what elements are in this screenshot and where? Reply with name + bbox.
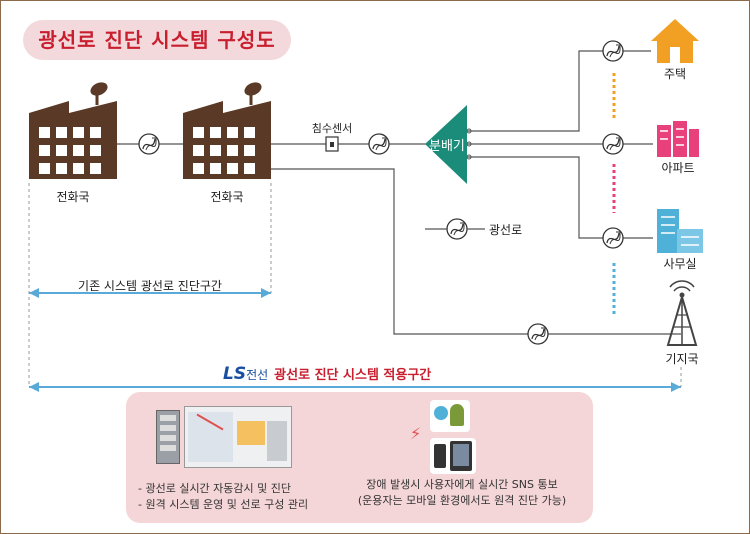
base-station-tower-icon [666,280,698,346]
feature-left-2: - 원격 시스템 운영 및 선로 구성 관리 [138,498,309,511]
splitter-label: 분배기 [429,139,465,154]
existing-span-label: 기존 시스템 광선로 진단구간 [78,279,222,293]
monitoring-screen-icon [184,406,292,468]
ls-logo-sub: 전선 [246,368,269,382]
office-icon [657,209,703,253]
legend-coil-icon [446,218,468,240]
exchange-1-label: 전화국 [56,190,90,204]
exchange-building-icon [27,78,119,181]
house-icon [651,19,699,63]
applied-span-title: LS전선 광선로 진단 시스템 적용구간 [223,364,431,384]
office-label: 사무실 [663,257,697,271]
fiber-coil-icon [138,133,160,155]
ls-logo: LS [223,364,247,384]
fiber-coil-icon [602,133,624,155]
server-rack-icon [156,410,180,464]
apartment-icon [657,121,699,157]
feature-panel: ⚡ - 광선로 실시간 자동감시 및 진단 - 원격 시스템 운영 및 선로 구… [126,392,593,523]
splitter-icon [425,105,467,184]
sns-user-icon [430,400,470,432]
apartment-label: 아파트 [661,161,695,175]
house-label: 주택 [663,67,687,81]
legend-fiber-label: 광선로 [489,223,523,237]
feature-left-1: - 광선로 실시간 자동감시 및 진단 [138,482,292,495]
fiber-coil-icon [602,40,624,62]
feature-right-2: (운용자는 모바일 환경에서도 원격 진단 가능) [357,494,567,507]
feature-right-1: 장애 발생시 사용자에게 실시간 SNS 통보 [366,478,558,491]
exchange-building-icon [181,78,273,181]
sensor-label: 침수센서 [311,122,353,135]
exchange-2-label: 전화국 [210,190,244,204]
applied-span-label: 광선로 진단 시스템 적용구간 [274,368,432,383]
lightning-icon: ⚡ [410,424,422,443]
diagram-title: 광선로 진단 시스템 구성도 [23,20,291,60]
fiber-coil-icon [368,133,390,155]
fiber-coil-icon [602,227,624,249]
fiber-coil-icon [527,323,549,345]
base-station-label: 기지국 [665,352,699,366]
mobile-devices-icon [430,438,476,474]
